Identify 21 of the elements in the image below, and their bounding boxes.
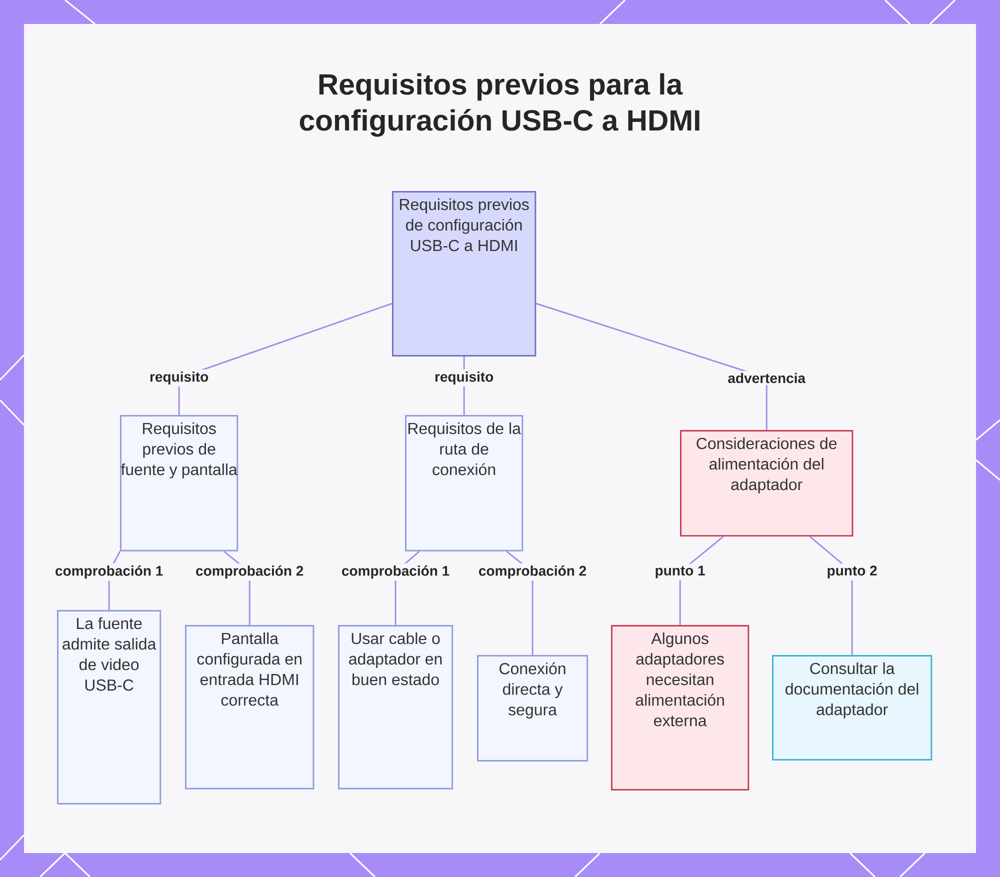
edge-label: requisito [148,369,211,387]
process-box: Consideraciones de alimentación del adaptador [680,430,854,537]
edge-label: requisito [432,369,496,387]
edge-label: punto 2 [824,564,880,580]
process-box: Algunos adaptadores necesitan alimentación externa [611,625,750,790]
connector [536,302,768,430]
process-box: Pantalla configurada en entrada HDMI correcta [185,625,314,790]
process-box: Requisitos de la ruta de conexión [405,415,524,552]
process-box: Requisitos previos de fuente y pantalla [120,415,238,552]
edge-label: comprobación 1 [339,563,452,581]
process-box: Consultar la documentación del adaptador [772,655,932,760]
process-box: Requisitos previos de configuración USB-C a HDMI [392,191,536,356]
process-box: Conexión directa y segura [477,655,588,762]
process-box: La fuente admite salida de video USB-C [57,610,162,805]
edge-label: advertencia [726,370,808,386]
edge-label: punto 1 [652,564,708,580]
title: Requisitos previos para la configuración USB-C a HDMI [300,73,700,137]
edge-label: comprobación 1 [53,563,166,581]
process-box: Usar cable o adaptador en buen estado [338,625,454,790]
edge-label: comprobación 2 [194,563,306,581]
edge-label: comprobación 2 [476,563,589,581]
